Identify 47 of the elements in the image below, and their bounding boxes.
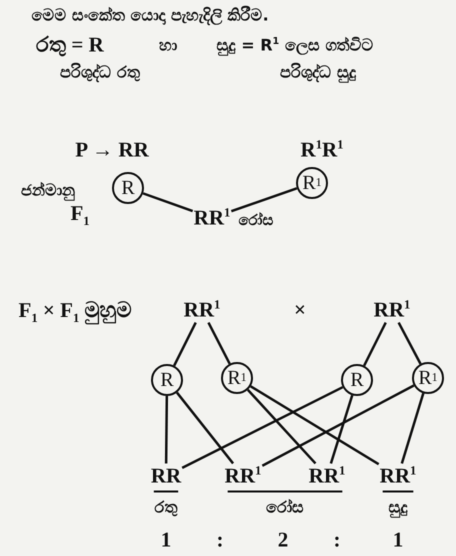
connector-line <box>173 322 197 366</box>
text-label: × <box>294 298 306 322</box>
connector-line <box>363 322 387 366</box>
text-label: සුදු = R$^{1}$ ලෙස ගත්විට <box>216 36 374 54</box>
connector-line <box>182 386 344 469</box>
text-label: පරිශුද්ධ සුදු <box>280 62 356 82</box>
genotype-text: RR$^{1}$ <box>224 464 262 488</box>
text-label: සුදු <box>388 498 408 516</box>
phenotype-label: රෝස <box>238 211 274 228</box>
gamete-circle: R <box>151 364 183 396</box>
text-label: : <box>216 528 224 552</box>
genotype-text: RR$^{1}$ <box>374 298 410 322</box>
text-label: F$_{1}$ <box>70 200 90 230</box>
text-label: රතු <box>154 498 178 516</box>
text-label: F$_{1}$ × F$_{1}$ මුහුම <box>18 298 132 326</box>
text-label: : <box>334 528 340 552</box>
genotype-text: RR$^{1}$ <box>380 464 416 488</box>
connector-line <box>398 322 422 364</box>
genotype-text: RR$^{1}$ <box>184 298 220 322</box>
text-label: මෙම සංකේත යොදා පැහැදිලි කිරීම. <box>31 6 269 24</box>
genotype-text: RR <box>150 464 182 488</box>
text-label: 1 <box>160 528 172 552</box>
gamete-circle: R$^{1}$ <box>221 362 253 394</box>
gamete-circle: R <box>341 364 373 396</box>
genotype-text: R$^{1}$R$^{1}$ <box>300 138 344 162</box>
text-label: හා <box>159 36 177 54</box>
text-label: පරිශුද්ධ රතු <box>60 62 140 82</box>
connector-line <box>142 192 194 212</box>
connector-line <box>176 392 234 464</box>
gamete-circle: R <box>112 172 144 204</box>
connector-line <box>250 385 380 466</box>
connector-line <box>262 384 414 467</box>
connector-line <box>230 187 298 212</box>
genotype-text: P → RR <box>75 138 149 162</box>
text-label: ජන්මානු <box>21 180 75 200</box>
text-label: රතු = R <box>36 32 104 58</box>
connector-line <box>246 388 316 464</box>
text-label: රෝස <box>266 498 304 516</box>
gamete-circle: R$^{1}$ <box>296 167 328 199</box>
gamete-circle: R$^{1}$ <box>412 362 444 394</box>
connector-line <box>330 394 354 464</box>
genotype-text: RR$^{1}$ <box>308 464 346 488</box>
connector-line <box>400 392 425 464</box>
text-label: 1 <box>392 528 404 552</box>
text-label: 2 <box>278 528 288 552</box>
connector-line <box>207 322 231 364</box>
connector-line <box>164 396 168 464</box>
